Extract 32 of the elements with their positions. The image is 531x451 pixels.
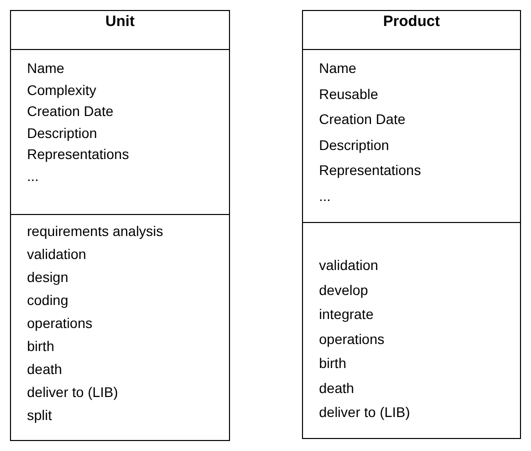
operation-text: death [319, 380, 354, 396]
attribute-text: Creation Date [27, 103, 114, 120]
operation-text: split [27, 407, 52, 423]
operation-text: operations [27, 315, 92, 331]
operation-text: validation [27, 246, 86, 262]
operation-text: birth [319, 355, 346, 371]
operation-text: coding [27, 292, 68, 308]
attribute-text: ... [27, 168, 39, 184]
class-name: Unit [104, 14, 136, 30]
operation-text: deliver to (LIB) [319, 404, 410, 420]
operation-text: integrate [319, 306, 374, 322]
attribute-text: Reusable [319, 86, 378, 102]
attribute-text: Description [27, 124, 98, 141]
attribute-text: Description [319, 136, 390, 152]
operation-text: validation [319, 257, 378, 273]
operation-text: deliver to (LIB) [27, 384, 118, 400]
class-box [10, 10, 230, 441]
operation-text: birth [27, 338, 54, 354]
attribute-text: Representations [27, 146, 129, 162]
operation-text: develop [319, 282, 368, 298]
attribute-text: Creation Date [319, 111, 406, 127]
attribute-text: ... [319, 188, 331, 204]
attribute-text: Name [27, 60, 64, 76]
class-name: Product [382, 14, 441, 30]
attribute-text: Name [319, 60, 356, 76]
operation-text: requirements analysis [27, 223, 164, 239]
attribute-text: Representations [319, 162, 421, 178]
attribute-text: Complexity [27, 82, 96, 98]
class-box [302, 10, 521, 439]
operation-text: death [27, 361, 62, 377]
operation-text: operations [319, 330, 384, 346]
operation-text: design [27, 269, 68, 285]
